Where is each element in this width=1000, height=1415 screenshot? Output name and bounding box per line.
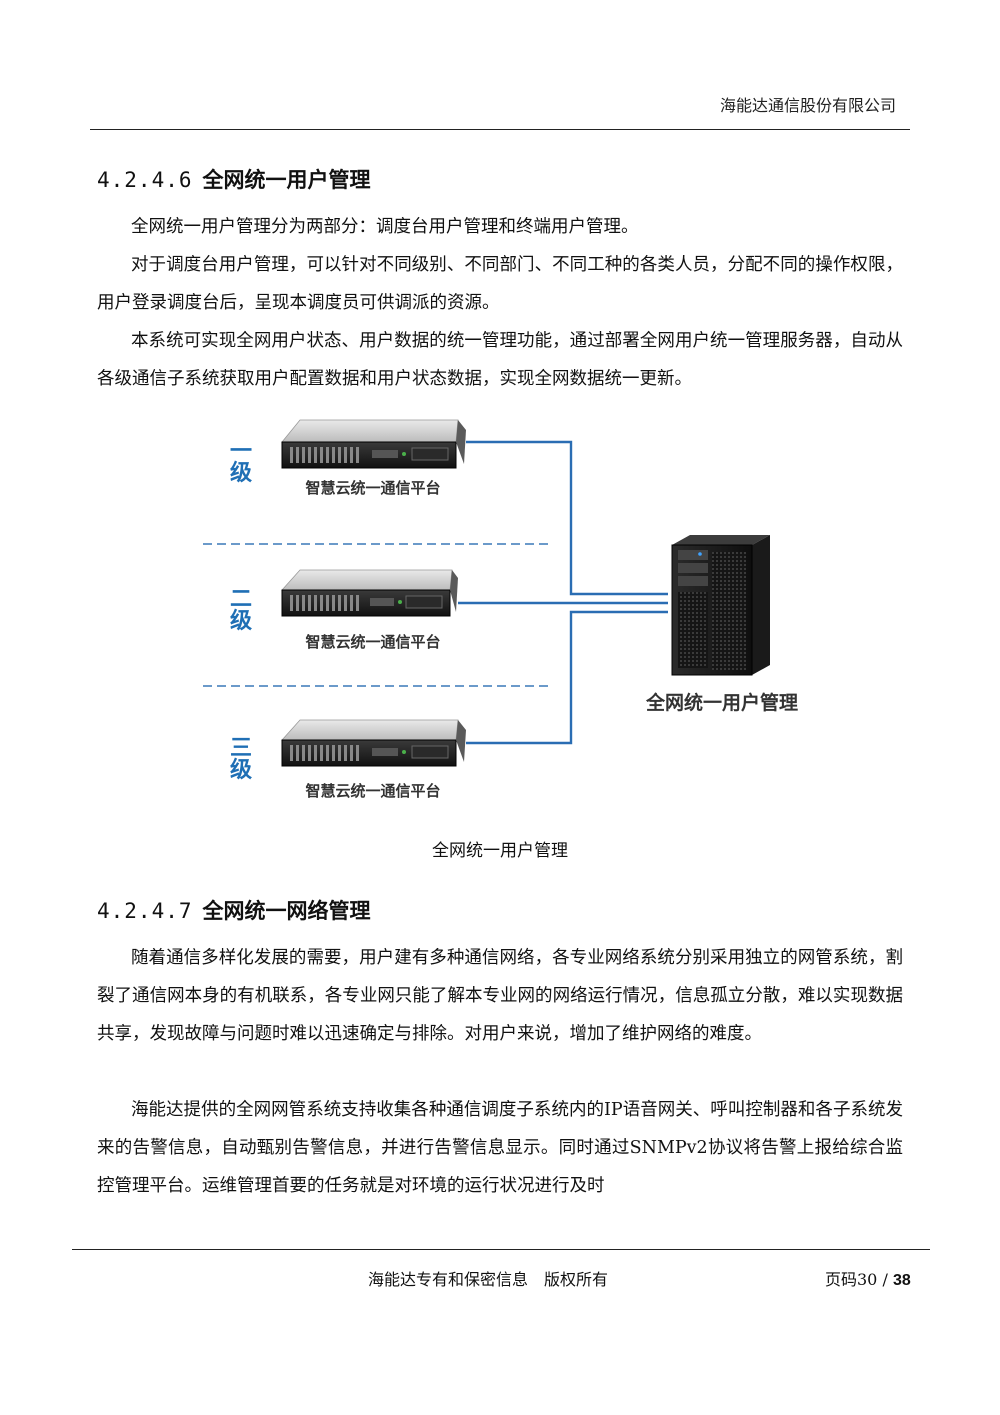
footer-confidential: 海能达专有和保密信息 版权所有 bbox=[368, 1270, 609, 1289]
server-label: 智慧云统一通信平台 bbox=[305, 633, 440, 651]
tower-label: 全网统一用户管理 bbox=[645, 691, 798, 714]
server-label: 智慧云统一通信平台 bbox=[305, 782, 440, 800]
level-label-char: 三 bbox=[230, 736, 252, 761]
level-label-char: 二 bbox=[230, 587, 252, 612]
paragraph: 本系统可实现全网用户状态、用户数据的统一管理功能，通过部署全网用户统一管理服务器… bbox=[97, 331, 903, 389]
footer-divider bbox=[72, 1249, 930, 1250]
paragraph: 全网统一用户管理分为两部分：调度台用户管理和终端用户管理。 bbox=[131, 217, 639, 237]
page-number-total: 38 bbox=[892, 1272, 911, 1289]
rack-server-icon bbox=[281, 719, 466, 767]
section-heading-network-management: 4.2.4.7 全网统一网络管理 bbox=[97, 895, 371, 925]
section-number: 4.2.4.6 bbox=[97, 168, 193, 192]
paragraph: 海能达提供的全网网管系统支持收集各种通信调度子系统内的IP语音网关、呼叫控制器和… bbox=[97, 1100, 903, 1196]
connection-line-level-1 bbox=[466, 440, 668, 596]
tower-server-icon bbox=[671, 535, 770, 676]
section-number: 4.2.4.7 bbox=[97, 899, 193, 923]
page-number: 页码30 / 38 bbox=[825, 1266, 911, 1290]
level-label-char: 级 bbox=[230, 460, 252, 486]
level-label-char: 一 bbox=[230, 439, 252, 464]
server-label: 智慧云统一通信平台 bbox=[305, 479, 440, 497]
connection-line-level-3 bbox=[466, 610, 668, 745]
page-number-current: 页码30 / bbox=[825, 1270, 893, 1289]
figure-caption: 全网统一用户管理 bbox=[432, 841, 568, 861]
header-divider bbox=[90, 129, 910, 130]
rack-server-icon bbox=[281, 419, 466, 469]
level-label-char: 级 bbox=[230, 757, 252, 783]
section-heading-user-management: 4.2.4.6 全网统一用户管理 bbox=[97, 164, 371, 194]
section-title: 全网统一用户管理 bbox=[202, 168, 371, 192]
paragraph: 对于调度台用户管理，可以针对不同级别、不同部门、不同工种的各类人员，分配不同的操… bbox=[97, 255, 903, 313]
paragraph: 随着通信多样化发展的需要，用户建有多种通信网络，各专业网络系统分别采用独立的网管… bbox=[97, 948, 903, 1044]
rack-server-icon bbox=[281, 569, 458, 617]
section-title: 全网统一网络管理 bbox=[202, 899, 371, 923]
level-label-char: 级 bbox=[230, 608, 252, 634]
header-company: 海能达通信股份有限公司 bbox=[719, 96, 896, 115]
